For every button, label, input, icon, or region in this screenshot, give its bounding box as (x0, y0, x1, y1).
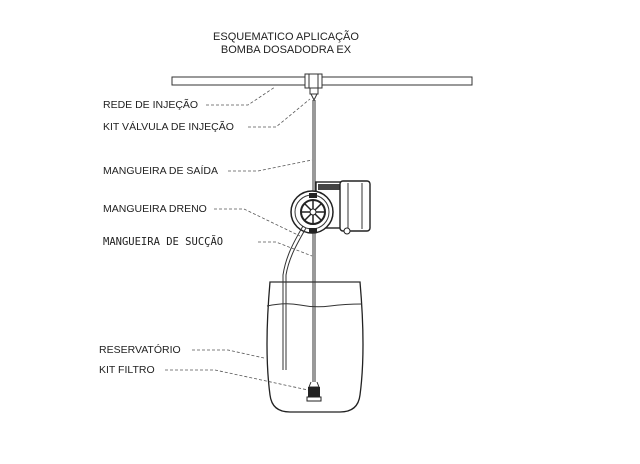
label-rede-injecao: REDE DE INJEÇÃO (103, 98, 198, 111)
label-mangueira-succao: MANGUEIRA DE SUCÇÃO (103, 235, 223, 248)
filter-kit (306, 381, 322, 402)
label-kit-valvula: KIT VÁLVULA DE INJEÇÃO (103, 120, 234, 133)
injection-pipe (171, 73, 473, 89)
label-mangueira-saida: MANGUEIRA DE SAÍDA (103, 164, 218, 177)
title-line-2: BOMBA DOSADODRA EX (221, 44, 352, 56)
injection-valve (309, 87, 319, 102)
label-mangueira-dreno: MANGUEIRA DRENO (103, 203, 207, 215)
label-kit-filtro: KIT FILTRO (99, 364, 155, 376)
reservoir (266, 275, 364, 413)
dosing-pump (290, 180, 371, 235)
title-line-1: ESQUEMATICO APLICAÇÃO (213, 30, 359, 43)
label-reservatorio: RESERVATÓRIO (99, 343, 181, 356)
